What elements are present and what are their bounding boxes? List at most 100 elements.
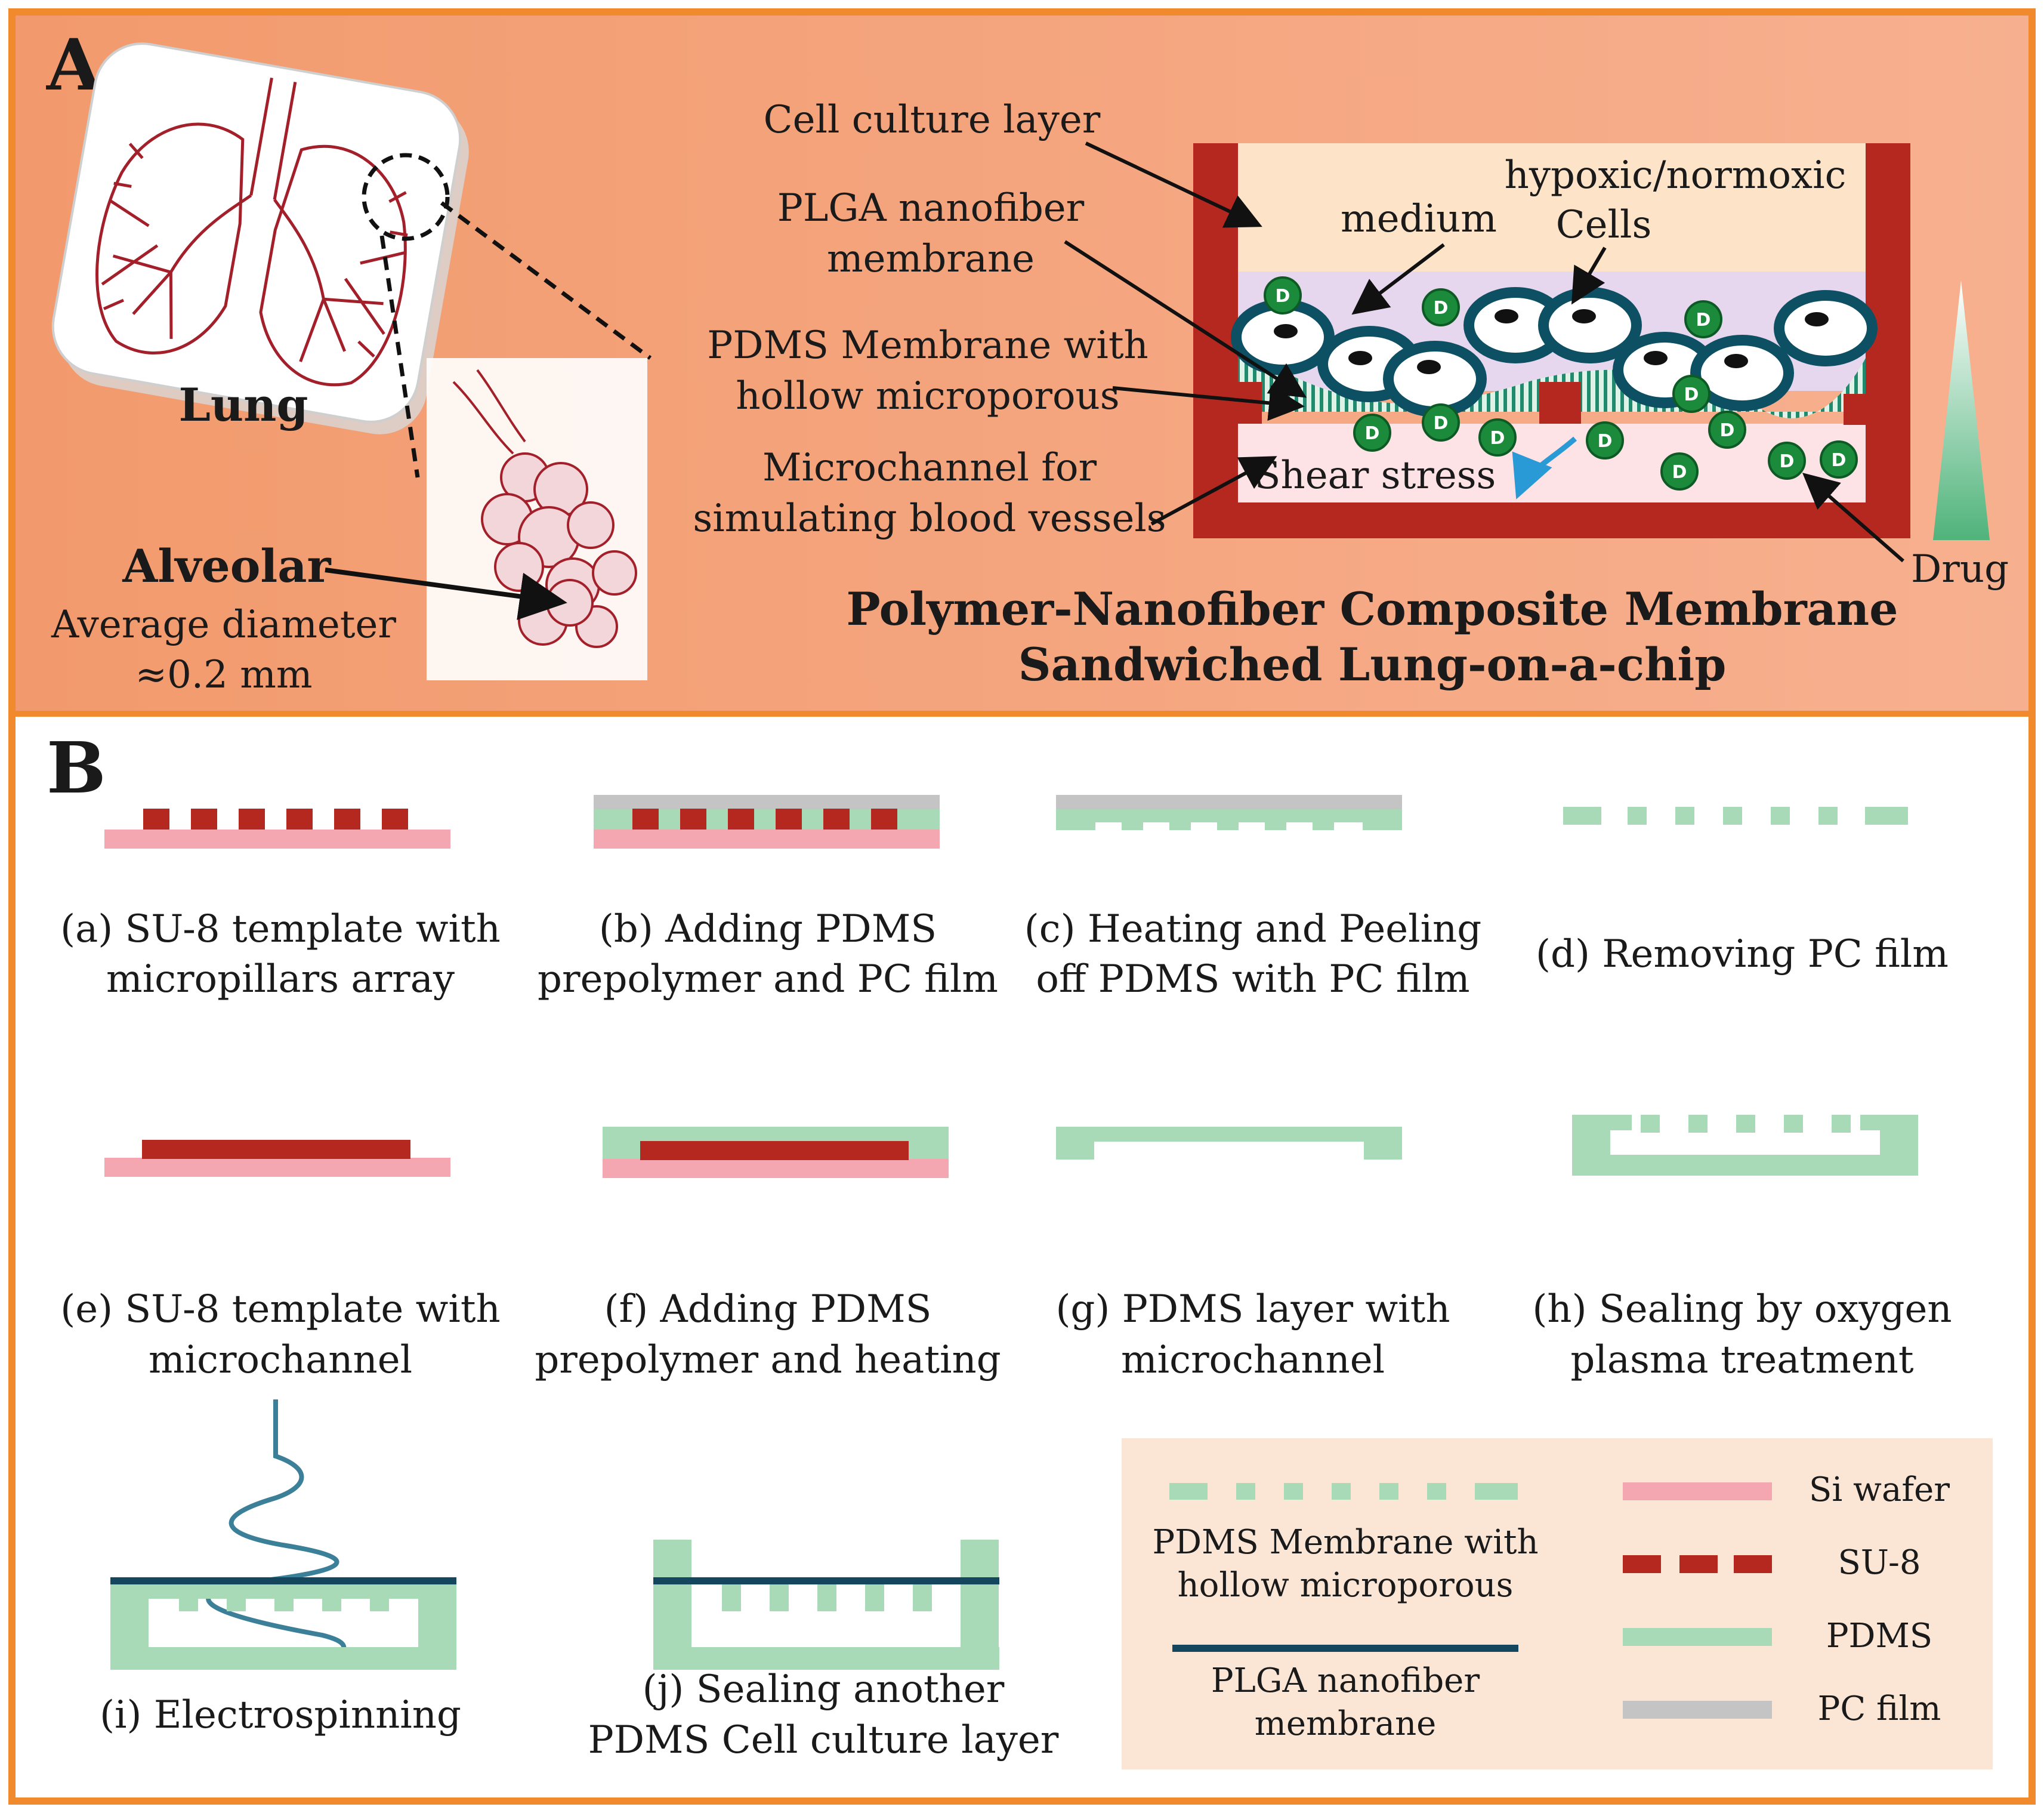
legend-pdms: PDMS [1826,1617,1932,1655]
step-a-caption-line2: micropillars array [106,957,455,1001]
legend-swatch-pdms [1623,1628,1772,1646]
step-f-caption-line1: (f) Adding PDMS [604,1287,932,1331]
step-c-caption-line2: off PDMS with PC film [1036,957,1469,1001]
drug-marker: D [1684,300,1722,338]
label-medium: medium [1341,197,1497,241]
cell [1383,341,1487,417]
legend-swatch-plga [1172,1645,1518,1652]
lung-illustration [51,42,469,434]
drug-marker: D [1820,440,1858,479]
step-a-caption-line1: (a) SU-8 template with [60,907,501,951]
chip-wall-bottom [1193,502,1910,538]
step-j-caption-line2: PDMS Cell culture layer [588,1718,1059,1762]
drug-marker: D [1422,288,1460,326]
legend-su8: SU-8 [1838,1543,1921,1582]
svg-text:D: D [1720,420,1735,441]
label-cells-line2: Cells [1556,203,1652,247]
alveolar-size-line2: ≈0.2 mm [135,653,312,697]
step-g-diagram [1056,1127,1402,1160]
legend-plga-line2: membrane [1255,1704,1437,1743]
zoom-line-right [440,201,652,360]
electrospinning-jet [206,1399,347,1664]
pdms-pillar [1844,394,1867,425]
drug-gradient [1933,280,1990,540]
drug-marker: D [1422,403,1460,442]
step-j-diagram [653,1540,999,1670]
label-cells-line1: hypoxic/normoxic [1505,153,1847,198]
step-d-caption: (d) Removing PC film [1536,932,1949,976]
legend-swatch-pc-film [1623,1701,1772,1719]
legend-plga-line1: PLGA nanofiber [1211,1661,1480,1700]
step-f-diagram [603,1127,949,1178]
drug-marker: D [1660,452,1699,491]
label-drug: Drug [1911,547,2009,591]
svg-text:D: D [1672,462,1687,483]
svg-text:D: D [1490,428,1505,449]
cell [1774,290,1878,366]
step-i-diagram [110,1399,456,1670]
step-f-caption-line2: prepolymer and heating [535,1338,1001,1382]
step-h-caption-line1: (h) Sealing by oxygen [1532,1287,1952,1331]
legend-box [1122,1438,1993,1769]
svg-text:D: D [1434,298,1449,319]
step-g-caption-line2: microchannel [1121,1338,1385,1382]
legend-pdms-membrane-line2: hollow microporous [1178,1566,1514,1605]
legend-pdms-membrane-line1: PDMS Membrane with [1152,1523,1538,1562]
svg-text:D: D [1598,431,1613,452]
svg-text:D: D [1365,423,1380,444]
label-microchannel-line1: Microchannel for [762,446,1097,490]
cell [1690,335,1794,411]
drug-molecules: D D D D D D D D D D D D [1264,276,1858,491]
cell-layer [1231,287,1878,417]
legend-swatch-su8 [1623,1555,1772,1573]
label-pdms-line1: PDMS Membrane with [707,323,1148,368]
legend: PDMS Membrane with hollow microporous PL… [1122,1438,1993,1769]
step-g-caption-line1: (g) PDMS layer with [1055,1287,1450,1331]
svg-text:D: D [1434,413,1449,434]
step-c-caption-line1: (c) Heating and Peeling [1024,907,1481,951]
plga-membrane-line [110,1577,456,1584]
callout-arrows [1064,141,1904,563]
step-d-diagram [1563,807,1908,825]
pdms-pillar [1539,382,1581,424]
drug-marker: D [1586,421,1624,460]
alveolus-illustration [427,358,647,680]
step-a-diagram [104,809,450,849]
step-e-caption-line1: (e) SU-8 template with [60,1287,501,1331]
svg-text:D: D [1276,286,1290,307]
alveolar-arrow [325,568,567,621]
svg-text:D: D [1696,310,1711,331]
drug-marker: D [1768,442,1806,480]
label-cell-culture-layer: Cell culture layer [764,98,1101,142]
panel-a-title-line1: Polymer-Nanofiber Composite Membrane [846,582,1898,636]
step-e-caption-line2: microchannel [149,1338,412,1382]
shear-flow-arrow [1512,436,1577,500]
panel-a-title-line2: Sandwiched Lung-on-a-chip [1018,638,1727,691]
svg-text:D: D [1780,451,1795,472]
zoom-line-left [379,235,420,478]
drug-marker: D [1353,414,1391,452]
step-b-caption-line2: prepolymer and PC film [538,957,998,1001]
step-b-caption-line1: (b) Adding PDMS [599,907,937,951]
drug-marker: D [1672,375,1710,413]
lung-zoom-circle [362,153,450,241]
step-j-caption-line1: (j) Sealing another [643,1667,1005,1712]
step-b-diagram [594,795,940,849]
alveolar-label: Alveolar [122,539,331,593]
drug-marker: D [1478,418,1517,457]
step-h-diagram [1572,1115,1918,1176]
legend-pc-film: PC film [1818,1689,1941,1728]
step-h-caption-line2: plasma treatment [1570,1338,1913,1382]
legend-swatch-pdms-membrane [1169,1483,1518,1500]
lung-label: Lung [178,378,308,431]
label-shear-stress: Shear stress [1255,454,1496,498]
label-plga-line1: PLGA nanofiber [777,186,1085,230]
legend-swatch-si-wafer [1623,1482,1772,1500]
drug-marker: D [1708,411,1746,449]
culture-chamber [1193,143,1909,280]
svg-text:D: D [1684,384,1699,405]
panel-b-letter: B [47,726,106,809]
svg-text:D: D [1832,450,1847,471]
label-pdms-line2: hollow microporous [736,374,1119,418]
alveolar-size-line1: Average diameter [51,603,396,647]
